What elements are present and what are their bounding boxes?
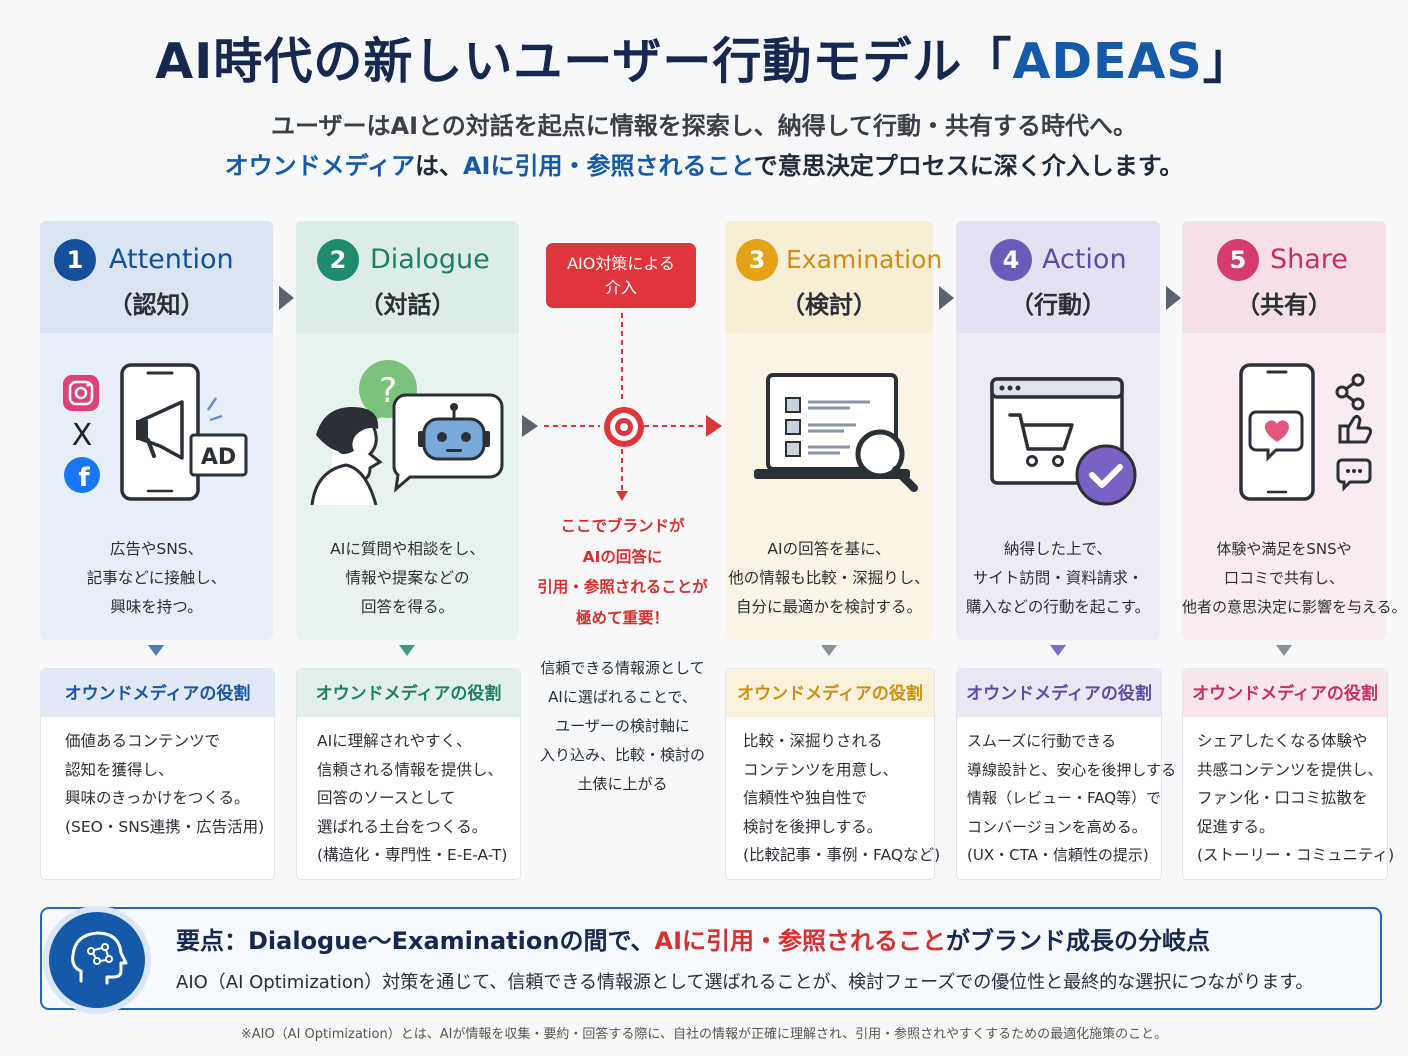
role-title: オウンドメディアの役割 (726, 669, 934, 717)
role-box-dialogue: オウンドメディアの役割 AIに理解されやすく、信頼される情報を提供し、回答のソー… (296, 668, 521, 880)
stage-description: 広告やSNS、記事などに接触し、興味を持つ。 (86, 540, 227, 616)
stage-title-jp: （検討） (781, 291, 877, 319)
key-point-box (40, 907, 1382, 1010)
subtitle-line1: ユーザーはAIとの対話を起点に情報を探索し、納得して行動・共有する時代へ。 (270, 112, 1138, 140)
role-title: オウンドメディアの役割 (1183, 669, 1387, 717)
stage-title-en: Attention (109, 244, 234, 275)
key-point-badge (49, 912, 145, 1008)
person-ai-chat-icon: ? (310, 360, 504, 506)
role-title: オウンドメディアの役割 (957, 669, 1161, 717)
role-text: 価値あるコンテンツで認知を獲得し、興味のきっかけをつくる。(SEO・SNS連携・… (65, 732, 265, 836)
stage-number-badge: 1 (54, 239, 96, 281)
stage-description: 体験や満足をSNSや口コミで共有し、他者の意思決定に影響を与える。 (1182, 540, 1407, 616)
down-arrow (148, 645, 164, 656)
flow-arrow (1166, 286, 1181, 310)
stage-number-badge: 4 (990, 239, 1032, 281)
stage-number-badge: 2 (317, 239, 359, 281)
stage-description: AIに質問や相談をし、情報や提案などの回答を得る。 (330, 540, 485, 616)
key-point-text: AIO（AI Optimization）対策を通じて、信頼できる情報源として選ば… (176, 972, 1314, 993)
stage-title-en: Examination (786, 245, 943, 274)
role-box-attention: オウンドメディアの役割 価値あるコンテンツで認知を獲得し、興味のきっかけをつくる… (40, 668, 275, 880)
subtitle-line2: オウンドメディアは、AIに引用・参照されることで意思決定プロセスに深く介入します… (224, 152, 1184, 180)
stage-title-jp: （共有） (1236, 291, 1332, 319)
x-logo-icon: X (72, 418, 93, 453)
role-text: スムーズに行動できる導線設計と、安心を後押しする情報（レビュー・FAQ等）でコン… (967, 732, 1177, 865)
phone-megaphone-ad-icon: X f AD (63, 363, 248, 501)
stage-title-en: Share (1270, 244, 1348, 275)
ai-head-icon (71, 931, 128, 985)
role-box-action: オウンドメディアの役割 スムーズに行動できる導線設計と、安心を後押しする情報（レ… (956, 668, 1176, 880)
flow-arrow (279, 286, 294, 310)
stage-description: AIの回答を基に、他の情報も比較・深掘りし、自分に最適かを検討する。 (728, 540, 930, 616)
page-title: AI時代の新しいユーザー行動モデル「ADEAS」 (155, 33, 1253, 90)
svg-text:f: f (78, 463, 90, 493)
stage-attention: 1 Attention （認知） 広告やSNS、記事などに接触し、興味を持つ。 (40, 221, 273, 640)
stage-number-badge: 5 (1217, 239, 1259, 281)
stage-description: 納得した上で、サイト訪問・資料請求・購入などの行動を起こす。 (965, 540, 1151, 616)
down-arrow (1050, 645, 1066, 656)
stage-title-en: Dialogue (370, 244, 490, 275)
aio-connector-lines (522, 313, 722, 501)
stage-title-jp: （認知） (108, 291, 205, 319)
stage-title-jp: （対話） (359, 291, 456, 319)
down-arrow (399, 645, 415, 656)
aio-intervention-label: AIO対策による介入 (546, 243, 696, 308)
role-text: シェアしたくなる体験や共感コンテンツを提供し、ファン化・口コミ拡散を促進する。(… (1197, 732, 1395, 865)
stage-action: 4 Action （行動） 納得した上で、サイト訪問・資料請求・購入などの行動を… (956, 221, 1160, 640)
role-title: オウンドメディアの役割 (41, 669, 274, 717)
stage-title-jp: （行動） (1010, 291, 1106, 319)
down-arrow (1276, 645, 1292, 656)
stage-head (956, 221, 1160, 333)
ad-label: AD (201, 445, 236, 470)
role-title: オウンドメディアの役割 (297, 669, 520, 717)
role-text: 比較・深掘りされるコンテンツを用意し、信頼性や独自性で検討を後押しする。(比較記… (743, 732, 941, 865)
stage-head (1182, 221, 1386, 333)
question-mark: ? (379, 371, 397, 411)
role-text: AIに理解されやすく、信頼される情報を提供し、回答のソースとして選ばれる土台をつ… (317, 732, 508, 865)
flow-arrow (939, 286, 954, 310)
laptop-search-icon (754, 373, 918, 492)
stage-number-badge: 3 (736, 239, 778, 281)
down-arrow (821, 645, 837, 656)
target-icon (604, 407, 644, 447)
footnote: ※AIO（AI Optimization）とは、AIが情報を収集・要約・回答する… (240, 1027, 1168, 1042)
phone-heart-share-icon (1239, 363, 1372, 501)
role-box-examination: オウンドメディアの役割 比較・深掘りされるコンテンツを用意し、信頼性や独自性で検… (725, 668, 940, 880)
key-point-title: 要点：Dialogue〜Examinationの間で、AIに引用・参照されること… (176, 927, 1211, 955)
browser-cart-check-icon (990, 377, 1137, 506)
role-box-share: オウンドメディアの役割 シェアしたくなる体験や共感コンテンツを提供し、ファン化・… (1182, 668, 1394, 880)
stage-title-en: Action (1042, 244, 1127, 275)
